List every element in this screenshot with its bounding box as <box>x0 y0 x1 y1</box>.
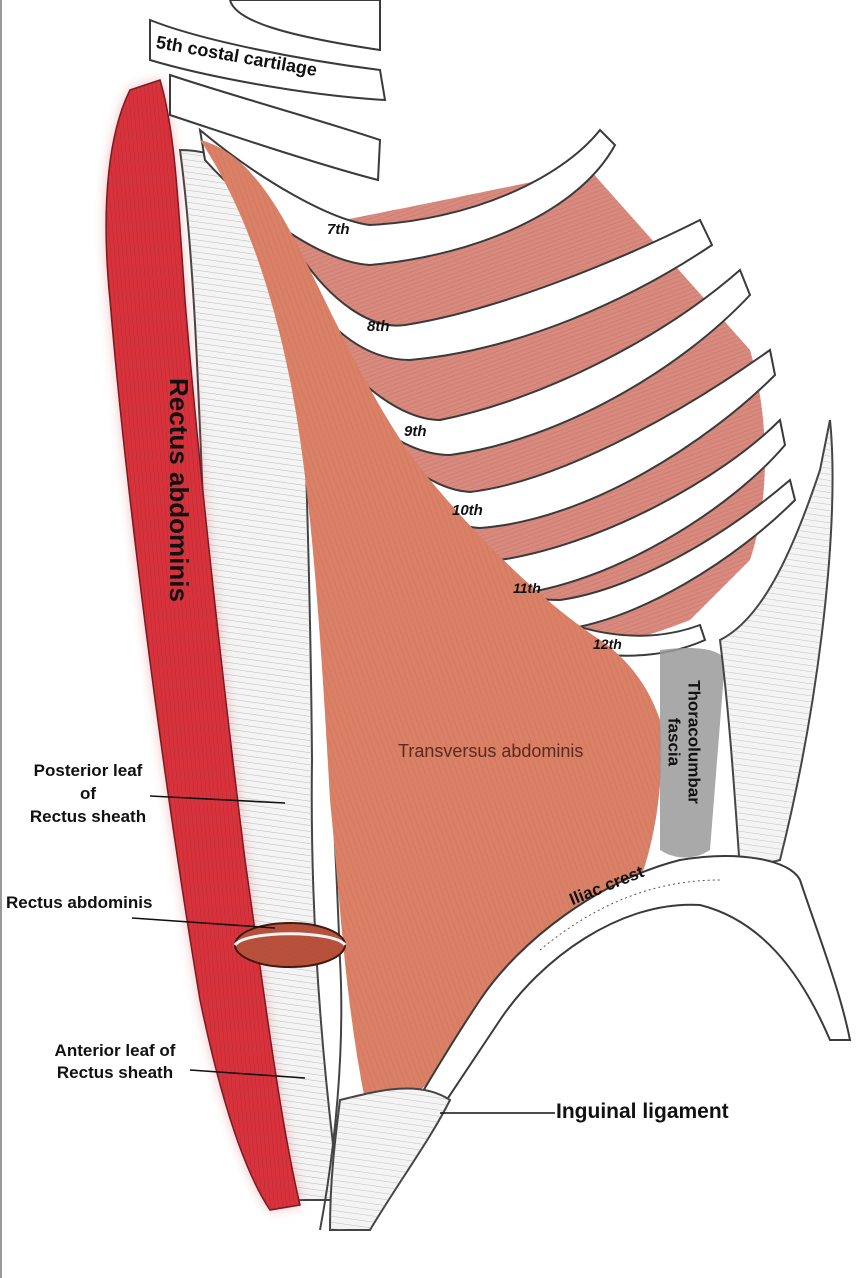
rectus-abdominis-vertical-label: Rectus abdominis <box>163 378 194 602</box>
transversus-abdominis-muscle <box>200 140 662 1106</box>
thoracolumbar-line2: fascia <box>665 717 684 767</box>
anterior-leaf-leader <box>189 1069 306 1079</box>
posterior-leaf-leader <box>149 795 286 804</box>
rib-cage <box>149 0 387 182</box>
anterior-leaf-label: Anterior leaf of Rectus sheath <box>30 1040 200 1084</box>
rectus-abdominis-muscle <box>105 79 301 1211</box>
posterior-line2: of <box>79 783 97 803</box>
thoracolumbar-line1: Thoracolumbar <box>684 680 704 804</box>
rib-11-label: 11th <box>513 580 541 596</box>
rib-8-label: 8th <box>367 318 390 335</box>
leader-lines <box>131 795 555 1114</box>
inguinal-region <box>328 1087 452 1231</box>
rectus-cut-segment <box>233 922 347 968</box>
posterior-leaf-label: Posterior leaf of Rectus sheath <box>8 760 168 829</box>
thoracolumbar-fascia-label: Thoracolumbar fascia <box>664 680 704 804</box>
inguinal-ligament-label: Inguinal ligament <box>556 1100 729 1123</box>
rib-7-label: 7th <box>327 221 350 238</box>
posterior-line1: Posterior leaf <box>33 761 143 780</box>
anterior-line2: Rectus sheath <box>56 1063 174 1083</box>
posterior-line3: Rectus sheath <box>29 806 147 826</box>
anterior-line1: Anterior leaf of <box>54 1041 176 1060</box>
rib-12-label: 12th <box>593 636 622 652</box>
thoracolumbar-fascia <box>660 419 834 872</box>
rib-10-label: 10th <box>452 502 483 519</box>
rectus-small-leader <box>131 917 276 929</box>
transversus-abdominis-label: Transversus abdominis <box>398 741 584 761</box>
rectus-abdominis-small-label: Rectus abdominis <box>6 893 153 912</box>
rib-9-label: 9th <box>404 423 427 440</box>
